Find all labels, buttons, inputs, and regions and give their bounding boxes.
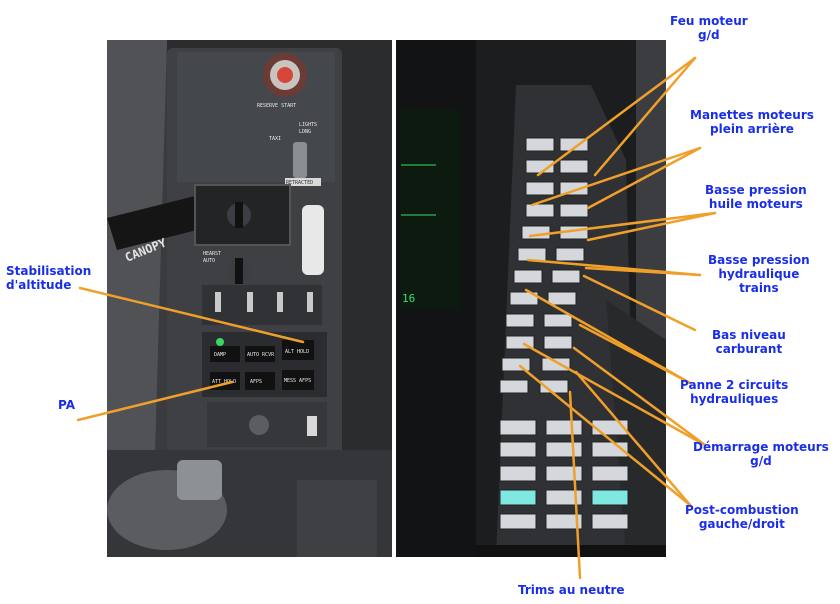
leader-feu-moteur-a bbox=[536, 56, 697, 177]
leader-postcomb-b bbox=[574, 370, 692, 507]
label-pa: PA bbox=[58, 398, 75, 412]
cockpit-right-illustration: 16 bbox=[396, 40, 666, 557]
auto-text: AUTO bbox=[203, 258, 215, 264]
reserve-start-text: RESERVE START bbox=[257, 103, 296, 109]
leader-carburant bbox=[582, 274, 697, 332]
leader-pa bbox=[76, 380, 234, 422]
leader-stabilisation bbox=[78, 286, 305, 344]
lit-lamp-left bbox=[499, 489, 537, 506]
cockpit-right-panel-image: 16 bbox=[396, 40, 666, 557]
leader-hydro-b bbox=[584, 266, 702, 277]
leader-manettes-a bbox=[530, 146, 702, 207]
taxi-text: TAXI bbox=[269, 136, 281, 142]
leader-huile-a bbox=[528, 211, 717, 238]
label-trims-neutre: Trims au neutre bbox=[518, 583, 625, 597]
leader-demarrage-b bbox=[572, 346, 707, 447]
att-hold-text: ATT HOLD bbox=[212, 379, 236, 385]
lights-toggle[interactable] bbox=[293, 142, 307, 178]
damp-text: DAMP bbox=[214, 352, 226, 358]
cockpit-left-illustration: RESERVE START LIGHTS LDNG TAXI RETRACTED… bbox=[107, 40, 392, 557]
alt-hold-text: ALT HOLD bbox=[285, 349, 309, 355]
leader-huile-b bbox=[586, 211, 717, 242]
retracted-text: RETRACTED bbox=[286, 180, 313, 186]
leader-panne-b bbox=[578, 323, 692, 385]
auto-rcvr-text: AUTO RCVR bbox=[247, 352, 275, 358]
hearst-text: HEARST bbox=[203, 251, 221, 257]
digital-readout: 16 bbox=[402, 292, 415, 305]
mess-afps-text: MESS AFPS bbox=[284, 378, 311, 384]
green-led bbox=[216, 338, 224, 346]
lights-text: LIGHTS bbox=[299, 122, 317, 128]
leader-feu-moteur-b bbox=[593, 56, 697, 177]
leader-demarrage-a bbox=[522, 342, 707, 447]
leader-postcomb-a bbox=[518, 364, 692, 507]
cockpit-left-panel-image: RESERVE START LIGHTS LDNG TAXI RETRACTED… bbox=[107, 40, 392, 557]
leader-manettes-b bbox=[586, 146, 702, 210]
lit-lamp-right bbox=[591, 489, 629, 506]
leader-trims bbox=[568, 390, 582, 580]
warning-lamp-grid bbox=[499, 137, 629, 530]
landg-text: LDNG bbox=[299, 129, 311, 135]
afps-text: AFPS bbox=[250, 379, 262, 385]
